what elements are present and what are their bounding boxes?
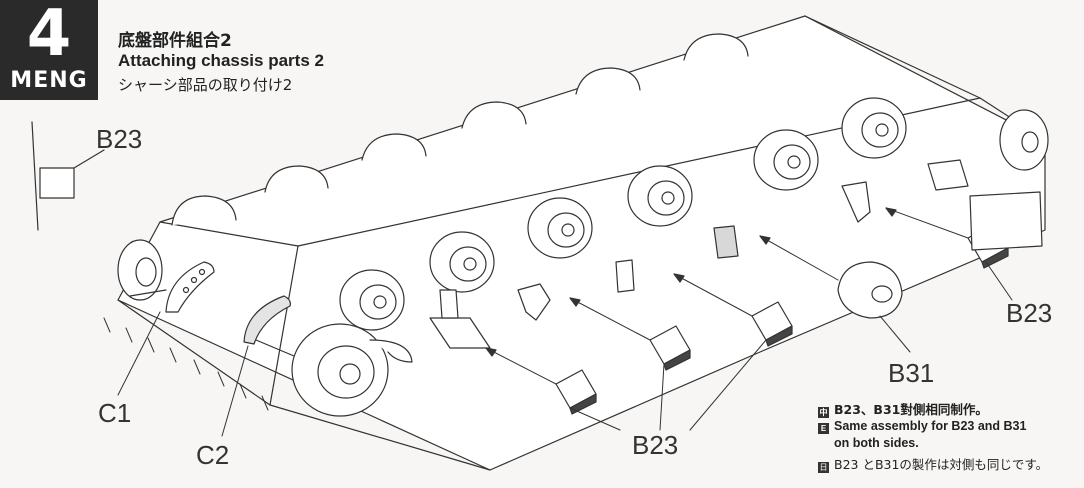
callout-b23-bottom: B23 xyxy=(632,430,679,460)
rear-plate xyxy=(969,109,1049,251)
step-badge: 4 MENG xyxy=(0,0,98,100)
rear-idler xyxy=(117,239,163,301)
title-english: Attaching chassis parts 2 xyxy=(118,51,324,70)
note-english-line2: on both sides. xyxy=(834,436,919,450)
step-number: 4 xyxy=(26,0,72,71)
leader-lines xyxy=(117,261,1013,437)
callout-b23-right: B23 xyxy=(1006,298,1053,328)
brand-logo: MENG xyxy=(10,68,88,93)
b23-parts xyxy=(485,207,1009,415)
hull-slots xyxy=(103,317,269,411)
language-icon: 日 xyxy=(818,462,829,473)
suspension-hubs xyxy=(339,97,907,331)
c2-plate xyxy=(243,295,295,357)
callout-b23-inset: B23 xyxy=(96,124,143,154)
upper-fender-domes xyxy=(171,33,749,226)
language-icon: 中 xyxy=(818,407,829,418)
b23-inset-detail xyxy=(31,121,105,231)
brackets xyxy=(429,159,969,349)
callout-c2: C2 xyxy=(196,440,230,470)
c1-plate xyxy=(129,261,215,313)
callout-c1: C1 xyxy=(98,398,132,428)
title-chinese: 底盤部件組合2 xyxy=(118,31,232,51)
language-icon: E xyxy=(818,423,829,434)
drive-sprocket xyxy=(291,323,413,417)
callout-b31: B31 xyxy=(888,358,935,388)
b31-part xyxy=(759,235,903,319)
title-japanese: シャーシ部品の取り付け2 xyxy=(118,76,293,94)
